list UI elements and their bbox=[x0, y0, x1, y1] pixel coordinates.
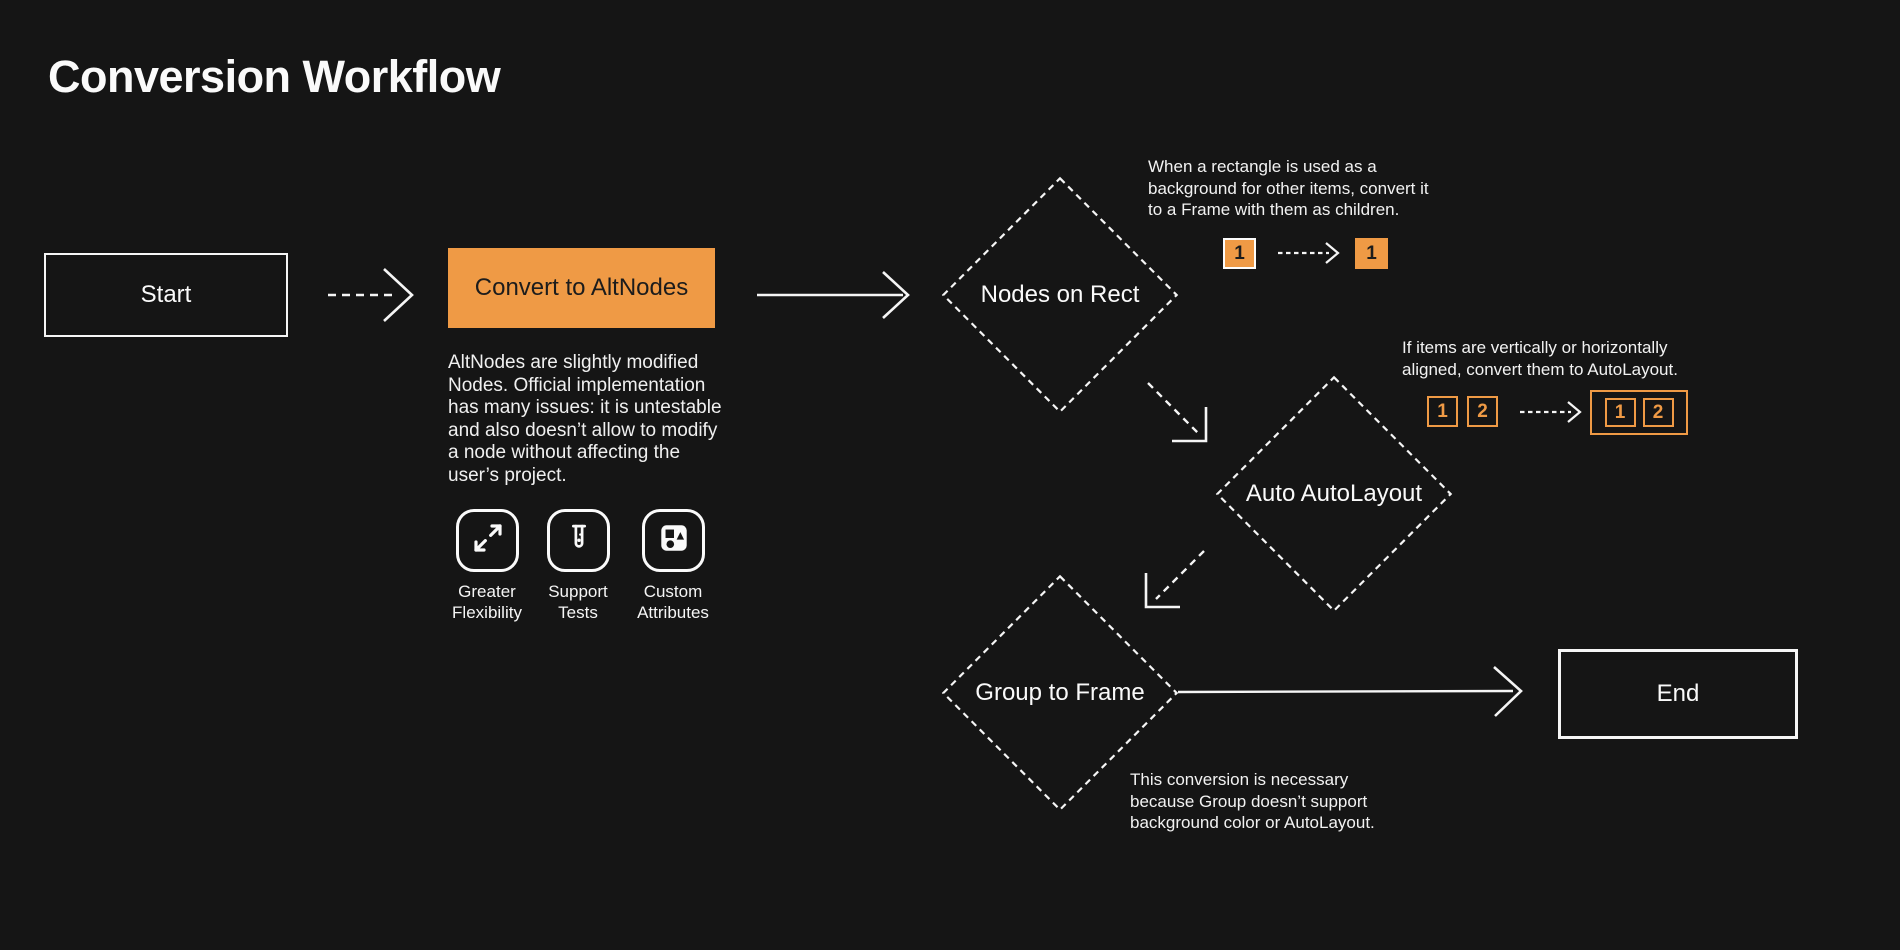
end-node-label: End bbox=[1656, 680, 1700, 707]
rect-before-chip: 1 bbox=[1223, 238, 1256, 269]
shapes-icon bbox=[656, 520, 692, 561]
group-to-frame-to-end-arrow bbox=[1177, 666, 1523, 717]
auto-autolayout-label: Auto AutoLayout bbox=[1245, 480, 1423, 507]
custom-attributes-card bbox=[642, 509, 705, 572]
support-tests-card bbox=[547, 509, 610, 572]
start-node: Start bbox=[44, 253, 288, 337]
autolayout-before-after-arrow bbox=[1520, 401, 1582, 423]
auto-autolayout-annotation: If items are vertically or horizontally … bbox=[1402, 338, 1678, 379]
autolayout-after-chip-1: 1 bbox=[1604, 398, 1636, 427]
autolayout-before-chip-2: 2 bbox=[1467, 396, 1498, 427]
convert-to-altnodes-node: Convert to AltNodes bbox=[448, 248, 715, 328]
autolayout-result-frame: 1 2 bbox=[1590, 390, 1688, 435]
auto-autolayout-to-group-to-frame-arrow bbox=[1144, 550, 1205, 609]
support-tests-label: Support Tests bbox=[548, 582, 608, 622]
nodes-on-rect-diamond-outline bbox=[941, 176, 1179, 414]
end-node: End bbox=[1558, 649, 1798, 739]
group-to-frame-diamond-outline bbox=[941, 574, 1179, 812]
nodes-on-rect-label: Nodes on Rect bbox=[980, 281, 1140, 308]
greater-flexibility-card bbox=[456, 509, 519, 572]
nodes-on-rect-annotation: When a rectangle is used as a background… bbox=[1148, 157, 1429, 219]
group-to-frame-label: Group to Frame bbox=[975, 679, 1145, 706]
rect-before-after-arrow bbox=[1278, 242, 1340, 264]
nodes-on-rect-to-auto-autolayout-arrow bbox=[1147, 382, 1208, 443]
convert-to-altnodes-label: Convert to AltNodes bbox=[474, 274, 689, 301]
greater-flexibility-label: Greater Flexibility bbox=[452, 582, 522, 622]
page-title: Conversion Workflow bbox=[48, 51, 501, 102]
autolayout-before-chip-1: 1 bbox=[1427, 396, 1458, 427]
expand-icon bbox=[472, 522, 504, 559]
auto-autolayout-diamond-outline bbox=[1215, 375, 1453, 613]
altnodes-description: AltNodes are slightly modified Nodes. Of… bbox=[448, 352, 722, 486]
autolayout-after-chip-2: 2 bbox=[1642, 398, 1674, 427]
start-node-label: Start bbox=[140, 281, 192, 308]
test-tube-icon bbox=[562, 521, 596, 560]
start-to-convert-arrow bbox=[328, 268, 414, 322]
group-to-frame-annotation: This conversion is necessary because Gro… bbox=[1130, 770, 1375, 832]
custom-attributes-label: Custom Attributes bbox=[637, 582, 709, 622]
convert-to-nodes-on-rect-arrow bbox=[757, 271, 910, 319]
frame-after-chip: 1 bbox=[1355, 238, 1388, 269]
